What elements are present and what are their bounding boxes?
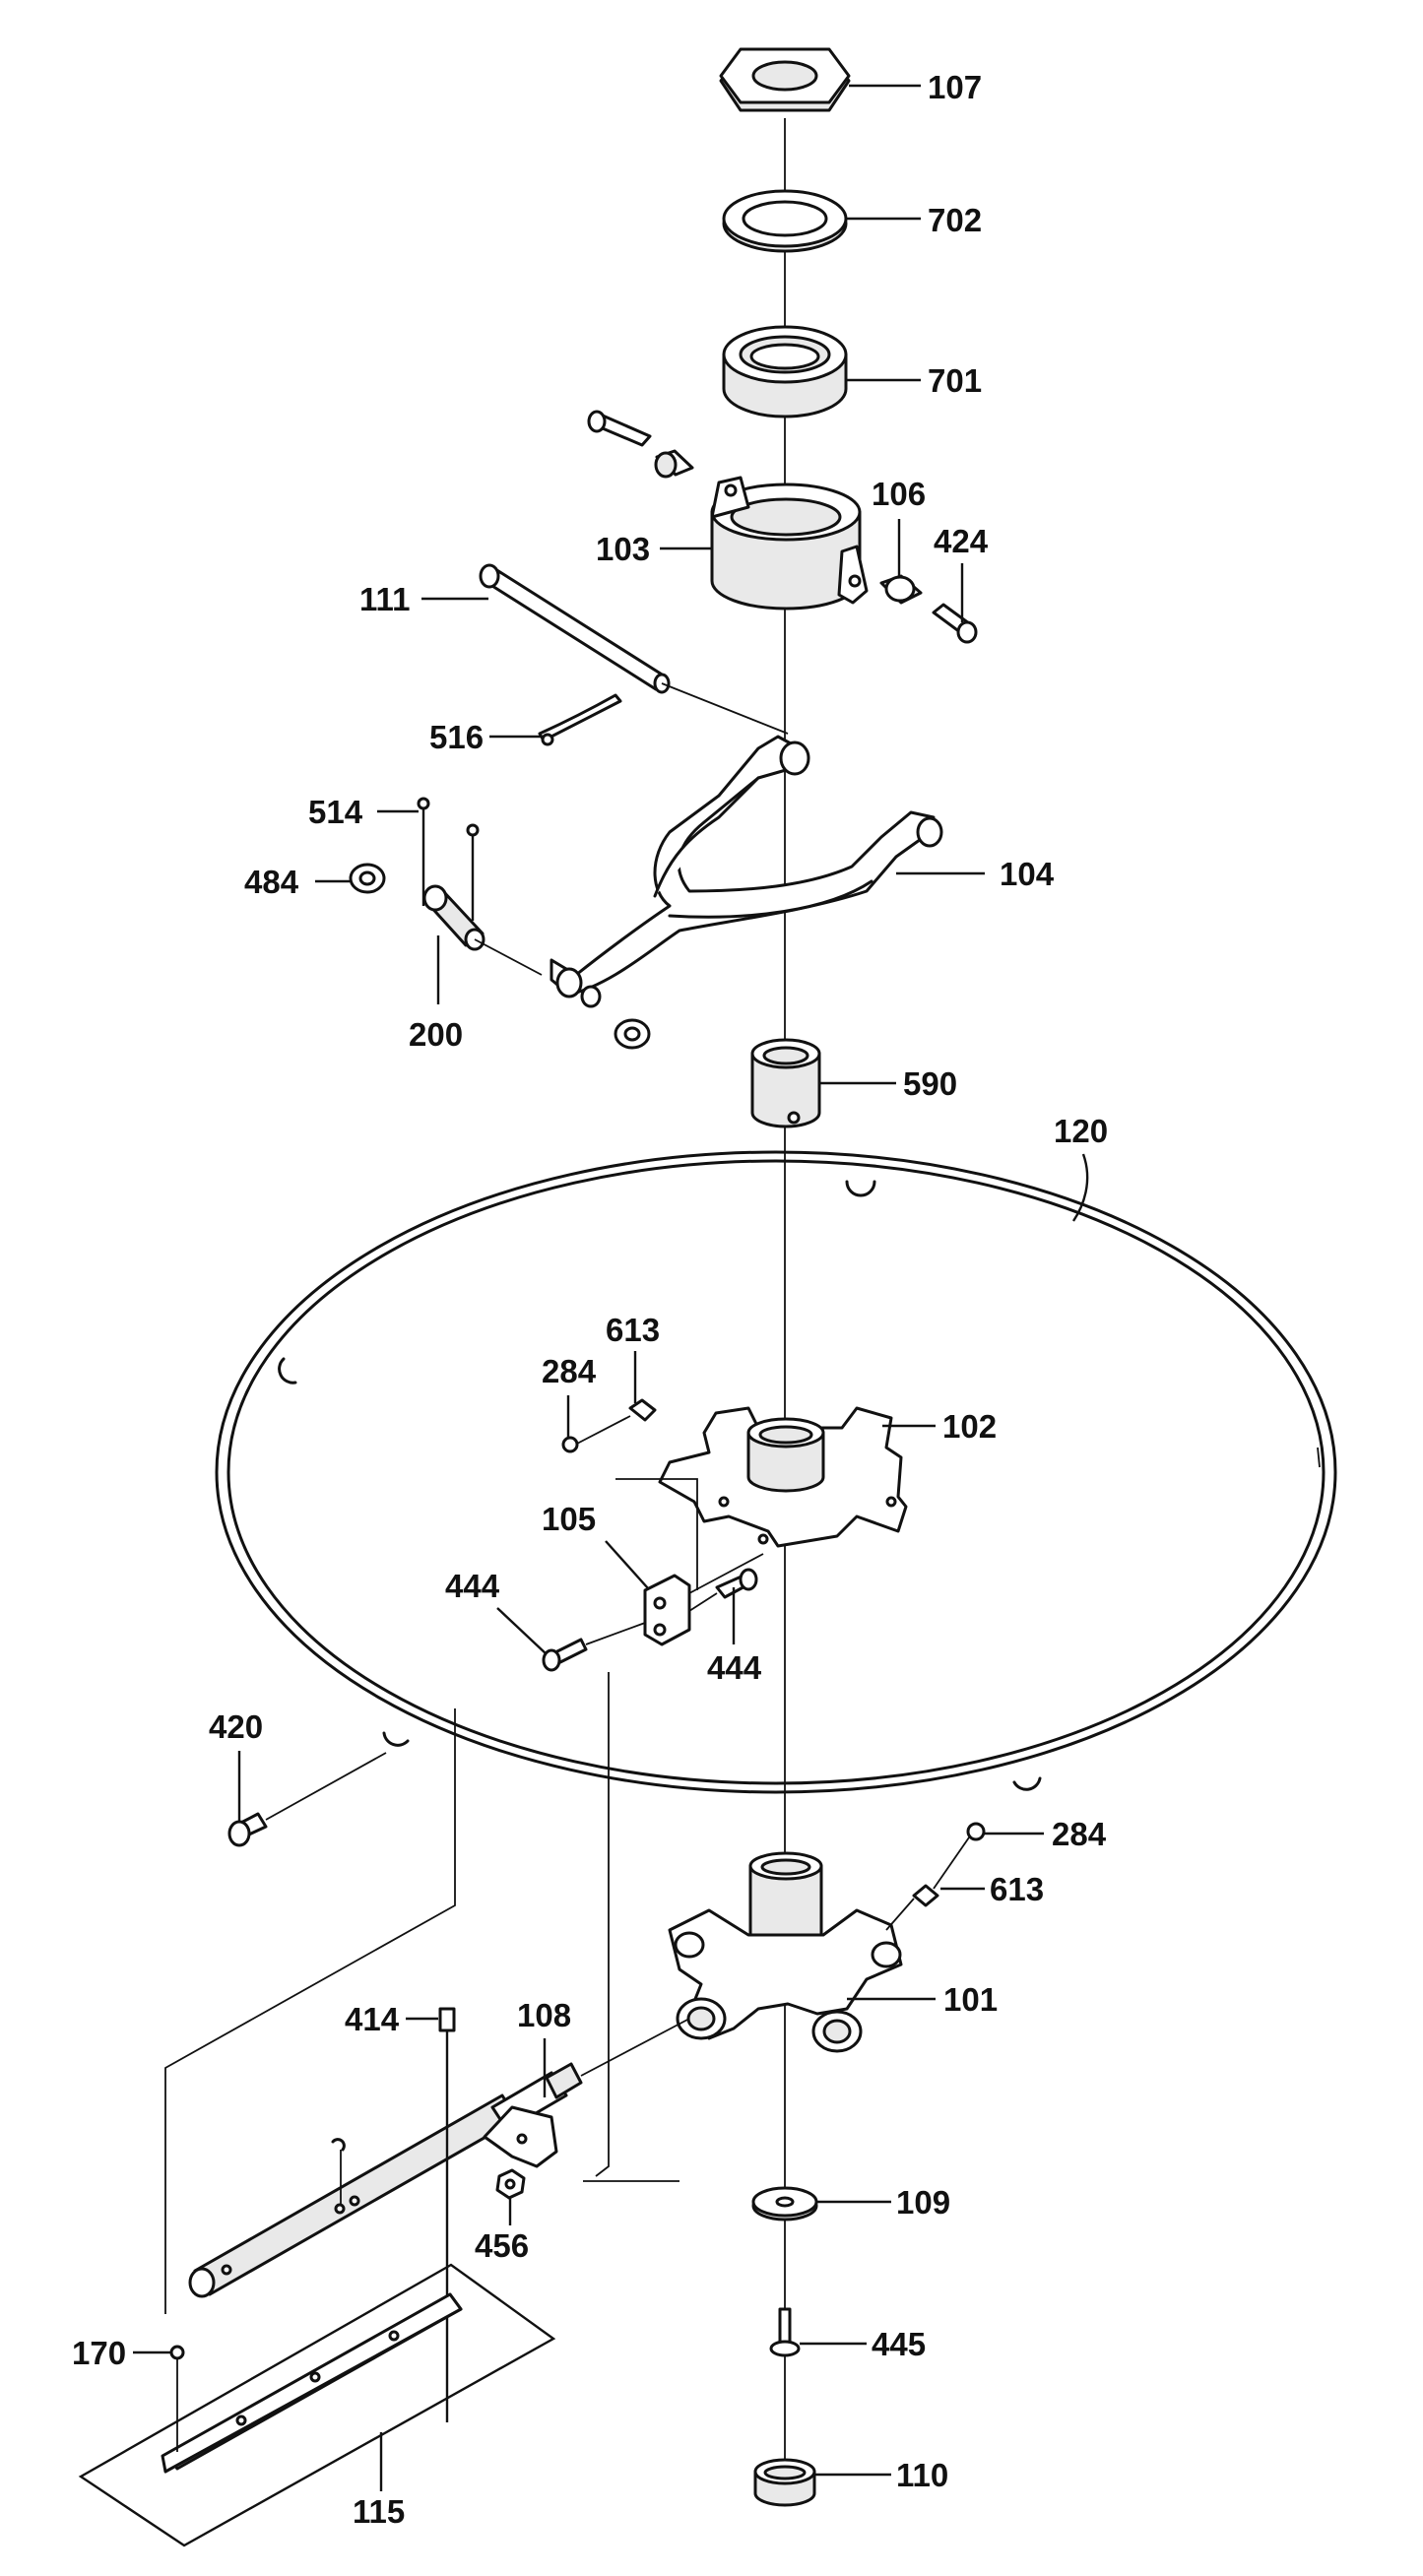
callout-420: 420 bbox=[209, 1708, 263, 1745]
part-106-spacer[interactable] bbox=[879, 574, 923, 605]
part-701-bearing[interactable] bbox=[722, 325, 848, 419]
callout-108: 108 bbox=[517, 1997, 571, 2033]
part-115-base-plate[interactable] bbox=[78, 2263, 556, 2547]
part-590-bushing[interactable] bbox=[750, 1038, 821, 1128]
callout-444-left: 444 bbox=[445, 1568, 500, 1604]
callout-101: 101 bbox=[943, 1981, 998, 2018]
part-424-bolt-right[interactable] bbox=[932, 603, 978, 644]
callout-labels: 107 702 701 106 424 103 111 516 514 484 … bbox=[72, 69, 1108, 2530]
callout-106: 106 bbox=[872, 476, 926, 512]
callout-284-upper: 284 bbox=[542, 1353, 597, 1389]
part-284-cap-upper[interactable] bbox=[561, 1415, 631, 1453]
part-102-spider-hub[interactable] bbox=[658, 1406, 908, 1548]
callout-105: 105 bbox=[542, 1501, 596, 1537]
callout-109: 109 bbox=[896, 2184, 950, 2221]
part-200-pin[interactable] bbox=[422, 884, 543, 976]
callout-702: 702 bbox=[928, 202, 982, 238]
callout-107: 107 bbox=[928, 69, 982, 105]
callout-613-lower: 613 bbox=[990, 1871, 1044, 1907]
part-108-shaft[interactable] bbox=[188, 2018, 690, 2298]
callout-701: 701 bbox=[928, 362, 982, 399]
callout-444-right: 444 bbox=[707, 1649, 762, 1686]
callout-284-lower: 284 bbox=[1052, 1816, 1107, 1852]
part-104-yoke[interactable] bbox=[550, 735, 943, 1008]
part-111-pin[interactable] bbox=[479, 563, 789, 735]
callout-516: 516 bbox=[429, 719, 484, 755]
shaft-clip bbox=[331, 2138, 346, 2206]
part-516-clip[interactable] bbox=[538, 693, 622, 746]
callout-120: 120 bbox=[1054, 1113, 1108, 1149]
part-284-cap-lower[interactable] bbox=[933, 1822, 986, 1890]
callout-414: 414 bbox=[345, 2001, 400, 2037]
part-444-screw-right[interactable] bbox=[688, 1568, 758, 1612]
callout-613-upper: 613 bbox=[606, 1312, 660, 1348]
part-445-screw[interactable] bbox=[769, 2307, 801, 2357]
callout-170: 170 bbox=[72, 2335, 126, 2371]
callout-445: 445 bbox=[872, 2326, 926, 2362]
callout-200: 200 bbox=[409, 1016, 463, 1053]
part-424-bolt-left[interactable] bbox=[587, 410, 694, 479]
callout-424: 424 bbox=[934, 523, 989, 559]
callout-456: 456 bbox=[475, 2227, 529, 2264]
part-110-end-cap[interactable] bbox=[753, 2458, 816, 2507]
callout-leaders bbox=[133, 84, 1089, 2491]
part-420-bolt[interactable] bbox=[227, 1752, 387, 1847]
callout-110: 110 bbox=[896, 2457, 948, 2493]
part-514-cotter-pin[interactable] bbox=[417, 797, 480, 921]
callout-111: 111 bbox=[359, 581, 410, 617]
part-613-grease-nipple-upper[interactable] bbox=[628, 1398, 657, 1422]
assembly-guide-lines bbox=[164, 1478, 698, 2314]
part-484-washer[interactable] bbox=[349, 863, 651, 1050]
part-107-hex-nut[interactable] bbox=[719, 47, 851, 112]
part-444-screw-left[interactable] bbox=[542, 1622, 646, 1672]
part-120-ring[interactable] bbox=[215, 1150, 1337, 1794]
part-105-clamp-block[interactable] bbox=[643, 1553, 764, 1646]
part-702-washer[interactable] bbox=[722, 189, 848, 253]
callout-514: 514 bbox=[308, 794, 363, 830]
part-170-screw[interactable] bbox=[169, 2345, 185, 2452]
part-456-nut[interactable] bbox=[495, 2168, 526, 2200]
callout-590: 590 bbox=[903, 1065, 957, 1102]
callout-103: 103 bbox=[596, 531, 650, 567]
part-103-clamp-housing[interactable] bbox=[710, 476, 869, 611]
callout-104: 104 bbox=[1000, 856, 1055, 892]
callout-115: 115 bbox=[353, 2493, 405, 2530]
part-414-bolt[interactable] bbox=[438, 2007, 456, 2422]
callout-102: 102 bbox=[942, 1408, 997, 1445]
part-613-grease-nipple-lower[interactable] bbox=[885, 1884, 939, 1931]
part-109-washer[interactable] bbox=[751, 2186, 818, 2222]
callout-484: 484 bbox=[244, 864, 299, 900]
